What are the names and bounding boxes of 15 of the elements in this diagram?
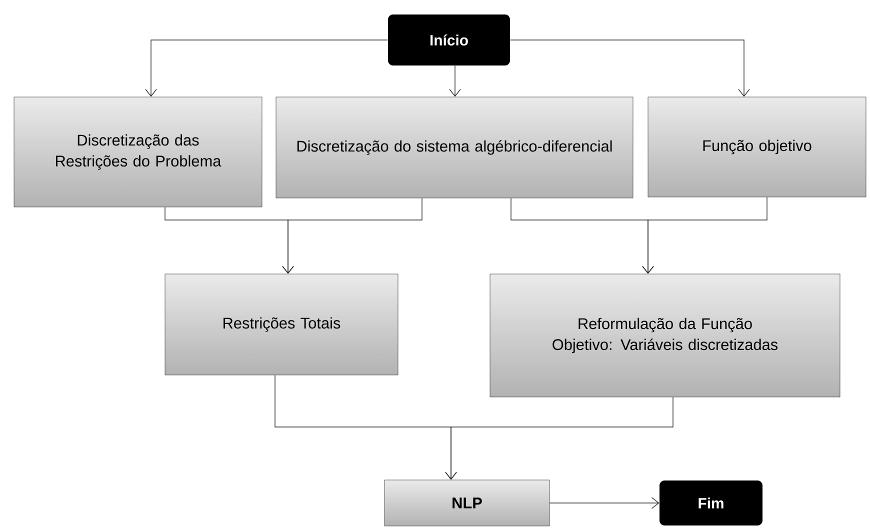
- process-box: Restrições Totais: [164, 274, 398, 376]
- process-box: NLP: [384, 480, 550, 526]
- arrow: [445, 396, 674, 480]
- process-box: Discretização do sistema algébrico-diferencial: [276, 96, 634, 198]
- arrow: [510, 40, 750, 97]
- process-box: Função objetivo: [648, 96, 866, 198]
- arrow: [449, 65, 461, 97]
- terminal-box: Início: [388, 14, 510, 66]
- process-box: Reformulação da Função Objetivo: Variáveis discretizadas: [490, 274, 840, 398]
- arrow: [642, 196, 768, 274]
- arrow: [549, 497, 660, 509]
- process-box: Discretização das Restrições do Problema: [14, 96, 262, 208]
- arrow: [145, 40, 388, 97]
- arrow: [282, 198, 422, 274]
- terminal-box: Fim: [660, 480, 762, 526]
